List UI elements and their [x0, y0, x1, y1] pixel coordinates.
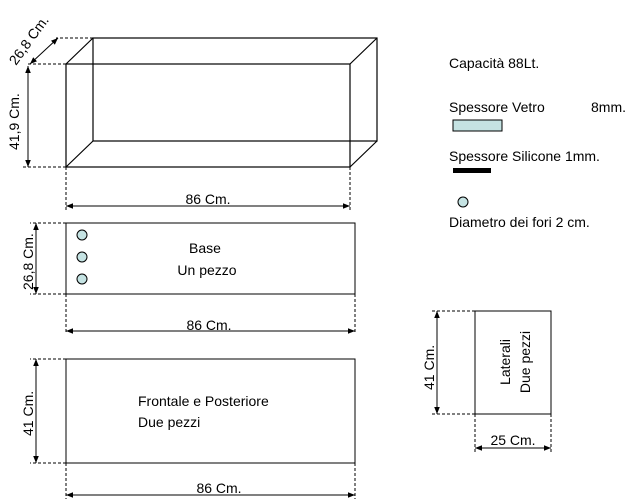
base-width-dimension: 86 Cm.	[65, 294, 356, 334]
sides-rect	[474, 310, 552, 415]
hole-diameter-text: Diametro dei fori 2 cm.	[449, 214, 590, 230]
sides-height-label: 41 Cm.	[421, 345, 437, 390]
base-depth-label: 26,8 Cm.	[20, 233, 36, 290]
tank-depth-label: 26,8 Cm.	[5, 12, 51, 67]
tank-depth-dimension: 26,8 Cm.	[5, 12, 93, 68]
glass-thickness-label: Spessore Vetro	[449, 99, 545, 115]
front-back-count: Due pezzi	[138, 414, 200, 430]
legend: Capacità 88Lt. Spessore Vetro 8mm. Spess…	[449, 55, 626, 230]
base-depth-dimension: 26,8 Cm.	[20, 222, 66, 295]
front-back-rect	[65, 358, 356, 464]
silicone-thickness-text: Spessore Silicone 1mm.	[449, 148, 600, 164]
base-holes	[76, 229, 88, 285]
front-back-width-dimension: 86 Cm.	[65, 463, 356, 499]
sides-count: Due pezzi	[517, 331, 533, 393]
tank-height-dimension: 41,9 Cm.	[6, 66, 66, 168]
sides-height-dimension: 41 Cm.	[421, 310, 475, 415]
front-back-height-dimension: 41 Cm.	[20, 358, 66, 464]
sides-title: Laterali	[497, 339, 513, 385]
capacity-text: Capacità 88Lt.	[449, 55, 539, 71]
sides-width-dimension: 25 Cm.	[474, 414, 552, 452]
tank-back-face	[92, 37, 378, 142]
base-rect	[65, 222, 356, 295]
base-title: Base	[189, 240, 221, 256]
tank-width-dimension: 86 Cm.	[65, 167, 351, 210]
front-back-panel: Frontale e Posteriore Due pezzi	[65, 358, 356, 464]
tank-height-label: 41,9 Cm.	[6, 93, 22, 150]
glass-thickness-value: 8mm.	[591, 99, 626, 115]
sides-width-label: 25 Cm.	[490, 432, 535, 448]
glass-swatch	[452, 119, 503, 132]
front-back-title: Frontale e Posteriore	[138, 393, 269, 409]
base-panel: Base Un pezzo	[65, 222, 356, 295]
base-hole	[76, 251, 88, 263]
silicone-swatch	[453, 168, 491, 173]
base-count: Un pezzo	[177, 262, 236, 278]
sides-panel: Laterali Due pezzi	[474, 310, 552, 415]
front-back-width-label: 86 Cm.	[196, 480, 241, 496]
tank-front-face	[65, 63, 351, 168]
base-hole	[76, 273, 88, 285]
tank-width-label: 86 Cm.	[185, 191, 230, 207]
hole-swatch	[457, 196, 469, 208]
tank-wireframe	[65, 37, 378, 168]
base-hole	[76, 229, 88, 241]
base-width-label: 86 Cm.	[186, 317, 231, 333]
front-back-height-label: 41 Cm.	[20, 391, 36, 436]
